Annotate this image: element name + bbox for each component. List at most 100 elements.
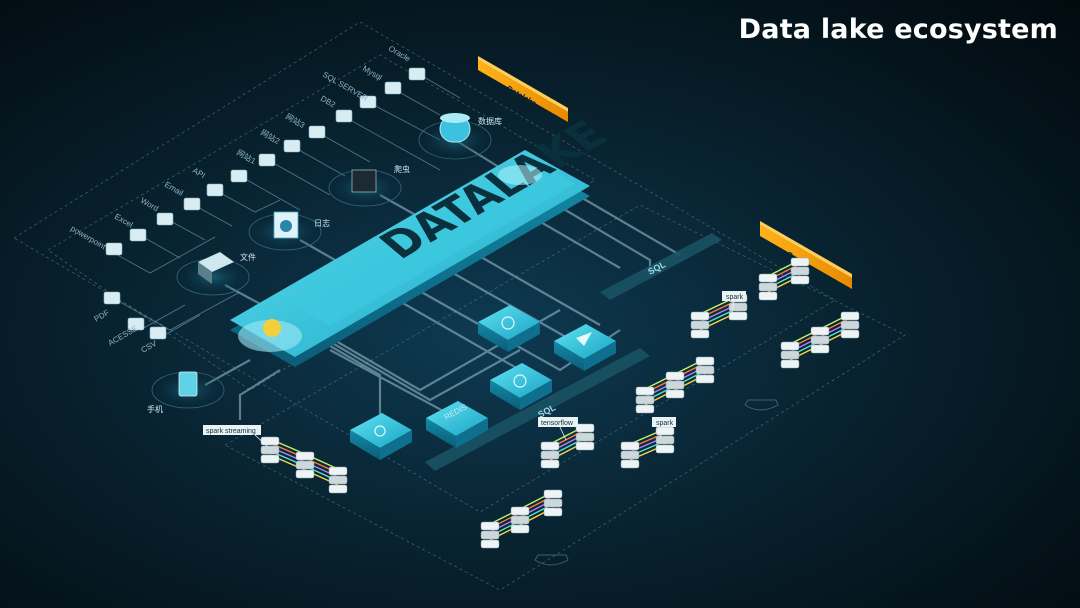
api-label: API — [191, 166, 207, 180]
email-label: Email — [163, 180, 185, 198]
server-rack-icon — [510, 506, 530, 534]
website-icon — [283, 139, 301, 153]
callout-label: tensorflow — [541, 420, 574, 427]
email-source: Email — [163, 180, 201, 211]
server-rack-icon — [810, 326, 830, 354]
server-rack-icon — [543, 489, 563, 517]
server-rack-icon — [480, 521, 500, 549]
docker-icon — [744, 399, 779, 411]
hadoop-elephant-icon — [263, 319, 281, 337]
callout-spark-1: spark — [722, 291, 746, 313]
csv-source: CSV — [140, 326, 167, 355]
callout-label: spark — [726, 294, 744, 301]
service-block-3 — [490, 363, 552, 410]
mysql-icon — [384, 81, 402, 95]
server-rack-icon — [620, 441, 640, 469]
oracle-label: Oracle — [387, 44, 412, 64]
db2-source: DB2 — [319, 94, 353, 123]
csv-icon — [149, 326, 167, 340]
excel-label: Excel — [113, 212, 135, 230]
file-sources: PDF ACESSE CSV — [93, 291, 167, 355]
word-label: Word — [139, 196, 160, 213]
csv-label: CSV — [140, 338, 159, 354]
site1-label: 网站1 — [235, 147, 258, 166]
site4-source — [308, 125, 326, 139]
server-rack-icon — [575, 423, 595, 451]
oracle-icon — [408, 67, 426, 81]
mysql-label: Mysql — [361, 64, 384, 82]
server-rack-icon — [758, 273, 778, 301]
email-icon — [183, 197, 201, 211]
website-icon — [258, 153, 276, 167]
pdf-label: PDF — [93, 308, 111, 324]
node-log: 日志 — [248, 211, 330, 251]
service-block-4 — [350, 413, 412, 460]
db2-label: DB2 — [319, 94, 337, 110]
server-rack-icon — [695, 356, 715, 384]
doc-sources: powerpoint Excel Word Email API 网站1 网站2 — [69, 44, 426, 256]
service-block-2 — [554, 324, 616, 371]
site2-label: 网站2 — [259, 127, 282, 146]
node-database-label: 数据库 — [478, 116, 502, 126]
kafka-icon — [501, 316, 515, 330]
server-rack-icon — [840, 311, 860, 339]
callout-spark-2: spark — [652, 417, 676, 439]
server-rack-icon — [295, 451, 315, 479]
website-icon — [308, 125, 326, 139]
website-icon — [230, 169, 248, 183]
service-block-1 — [478, 305, 540, 352]
compute-clusters — [260, 257, 860, 549]
node-crawler-label: 爬虫 — [394, 164, 410, 174]
service-block-redis: REDIS — [426, 401, 488, 448]
acesse-label: ACESSE — [107, 324, 140, 348]
server-rack-icon — [690, 311, 710, 339]
service-blocks: REDIS — [350, 305, 616, 460]
server-rack-icon — [328, 466, 348, 494]
pdf-source: PDF — [93, 291, 121, 324]
datalake-banner: Datalake — [478, 56, 568, 122]
server-rack-icon — [780, 341, 800, 369]
site3-source: 网站3 — [283, 111, 307, 153]
page-title: Data lake ecosystem — [738, 14, 1058, 45]
node-log-label: 日志 — [314, 218, 330, 228]
cluster-icon — [374, 425, 386, 437]
docker-icon — [534, 554, 569, 566]
crawler-icon — [351, 169, 377, 193]
server-rack-icon — [260, 436, 280, 464]
server-rack-icon — [540, 441, 560, 469]
powerpoint-label: powerpoint — [69, 224, 108, 252]
db2-icon — [335, 109, 353, 123]
stream-icon — [576, 332, 592, 346]
mobile-phone-icon — [178, 371, 198, 397]
laptop-icon — [198, 252, 234, 272]
excel-source: Excel — [113, 212, 147, 242]
word-source: Word — [139, 196, 174, 226]
server-rack-icon — [790, 257, 810, 285]
oracle-source: Oracle — [387, 44, 426, 81]
acesse-source: ACESSE — [107, 317, 145, 348]
callout-label: spark streaming — [206, 428, 256, 435]
node-database: 数据库 — [418, 113, 502, 160]
platform-outlines — [13, 21, 906, 591]
api-icon — [206, 183, 224, 197]
site3-label: 网站3 — [284, 111, 307, 130]
sqlserver-icon — [359, 95, 377, 109]
callout-spark-streaming: spark streaming — [203, 425, 269, 448]
site2-source: 网站2 — [258, 127, 282, 167]
node-crawler: 爬虫 — [328, 164, 410, 207]
pdf-icon — [103, 291, 121, 305]
callout-label: spark — [656, 420, 674, 427]
word-icon — [156, 212, 174, 226]
excel-icon — [129, 228, 147, 242]
node-mobile: 手机 — [147, 371, 225, 414]
node-file: 文件 — [176, 252, 256, 296]
hive-icon — [513, 374, 527, 388]
server-rack-icon — [635, 386, 655, 414]
site1-source: 网站1 — [230, 147, 258, 183]
node-file-label: 文件 — [240, 252, 256, 262]
node-mobile-label: 手机 — [147, 404, 163, 414]
server-rack-icon — [665, 371, 685, 399]
mysql-source: Mysql — [361, 64, 402, 95]
acesse-icon — [127, 317, 145, 331]
